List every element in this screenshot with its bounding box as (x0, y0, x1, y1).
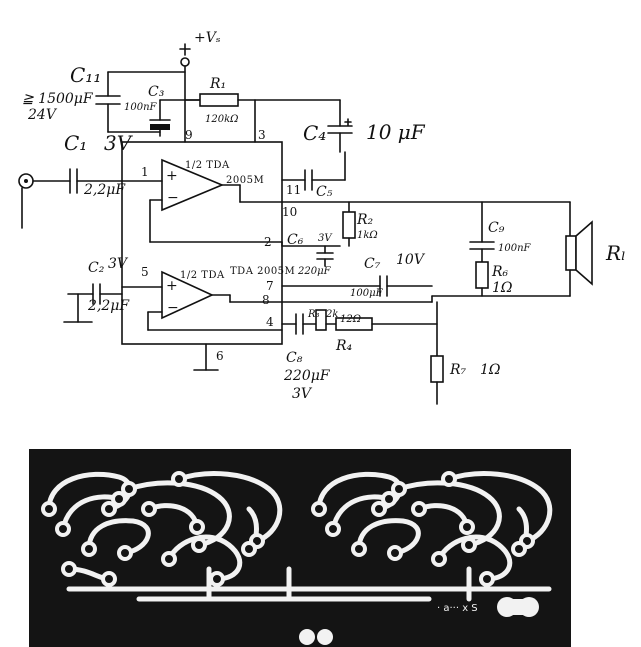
r4-value: 12Ω (340, 314, 361, 325)
c11-value: ≧ 1500μF (22, 91, 94, 107)
r1-value: 120kΩ (205, 114, 238, 125)
c7-voltage: 10V (396, 252, 426, 268)
svg-text:−: − (167, 190, 179, 206)
pin-8: 8 (262, 293, 270, 307)
c9-name: C₉ (488, 220, 505, 236)
c6-value: 220μF (297, 266, 332, 277)
r6-value: 1Ω (492, 280, 513, 296)
r3-value: 2k (325, 309, 338, 320)
r2-value: 1kΩ (357, 230, 378, 241)
capacitor-c9 (469, 241, 495, 263)
c4-name: C₄ (303, 121, 326, 145)
resistor-r4 (325, 317, 438, 331)
ic1-part: 2005M (226, 175, 264, 186)
c8-voltage: 3V (292, 386, 313, 402)
c3-value: 100nF (124, 102, 158, 113)
c4-value: 10 μF (366, 120, 426, 144)
capacitor-c1 (69, 168, 123, 194)
capacitor-c7 (379, 275, 433, 297)
r4-name: R₄ (335, 338, 353, 354)
speaker-load (565, 201, 593, 297)
c8-name: C₈ (286, 350, 303, 366)
ic1-label: 1/2 TDA (185, 160, 230, 171)
pin-4: 4 (266, 315, 274, 329)
c11-voltage: 24V (27, 107, 58, 123)
capacitor-c3 (149, 99, 171, 137)
capacitor-c5 (304, 151, 346, 191)
c1-value: 2,2μF (83, 182, 126, 198)
pin-1: 1 (141, 165, 149, 179)
capacitor-c4 (327, 118, 353, 153)
c8-value: 220μF (283, 368, 331, 384)
r3-name: R₃ (307, 309, 320, 320)
c9-value: 100nF (498, 243, 532, 254)
pin-3: 3 (258, 128, 266, 142)
pin-11: 11 (286, 183, 301, 197)
pin-9: 9 (185, 128, 193, 142)
c6-voltage: 3V (318, 233, 333, 244)
c2-name: C₂ (88, 260, 105, 276)
c1-voltage: 3V (104, 131, 134, 155)
r1-name: R₁ (209, 76, 226, 92)
pin-10: 10 (282, 205, 297, 219)
capacitor-c11 (95, 71, 121, 133)
resistor-r2 (342, 201, 356, 247)
amplifier-1: + − (121, 158, 241, 243)
svg-text:−: − (167, 300, 179, 316)
resistor-r1 (184, 93, 256, 107)
resistor-r7 (430, 301, 444, 405)
input-jack (18, 173, 71, 229)
resistor-r3 (315, 309, 327, 331)
capacitor-c2 (92, 283, 123, 305)
r7-name: R₇ (449, 362, 467, 378)
ic2-part: TDA 2005M (230, 266, 295, 277)
pin-7: 7 (266, 279, 274, 293)
pcb-layout-image: · а··· х S (29, 449, 571, 647)
r6-name: R₆ (491, 264, 509, 280)
resistor-r6 (475, 261, 489, 297)
r2-name: R₂ (356, 212, 374, 228)
c3-name: C₃ (148, 84, 165, 100)
c5-name: C₅ (316, 184, 333, 200)
pcb-marking: · а··· х S (437, 603, 478, 614)
c2-voltage: 3V (108, 256, 129, 272)
c6-name: C₆ (287, 232, 304, 248)
c1-name: C₁ (64, 131, 87, 155)
capacitor-c6 (316, 245, 334, 267)
r7-value: 1Ω (480, 362, 501, 378)
c2-value: 2,2μF (87, 298, 130, 314)
pin-2: 2 (264, 235, 272, 249)
supply-terminal: +Vₛ (179, 30, 221, 67)
pin-5: 5 (141, 265, 149, 279)
c7-value: 100μF (350, 288, 384, 299)
svg-text:+: + (166, 278, 178, 294)
load-label: Rₗ (605, 241, 626, 265)
amplifier-2: + − (121, 270, 231, 331)
ic2-label: 1/2 TDA (180, 270, 225, 281)
pin-6: 6 (216, 349, 224, 363)
c11-name: C₁₁ (70, 63, 101, 87)
schematic-diagram: +Vₛ C₁₁ ≧ 1500μF 24V C₃ 100nF R₁ 120kΩ (18, 30, 626, 405)
svg-text:+: + (166, 168, 178, 184)
supply-label: +Vₛ (194, 30, 221, 46)
c7-name: C₇ (364, 256, 381, 272)
